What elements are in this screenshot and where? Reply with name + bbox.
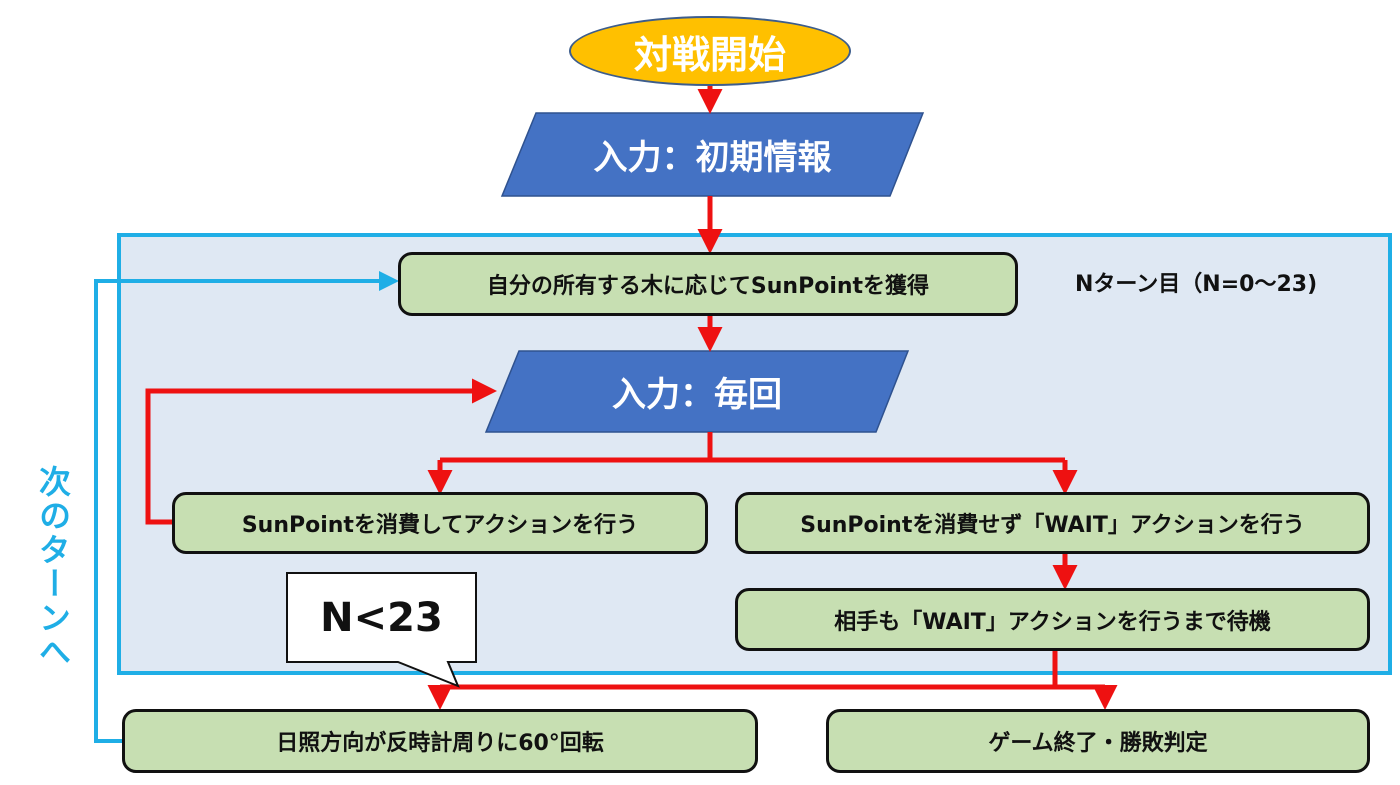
condition-label: N<23 (320, 594, 443, 641)
condition-callout: N<23 (287, 573, 476, 662)
wait-action-label: SunPointを消費せず「WAIT」アクションを行う (800, 513, 1305, 538)
input-initial-shape (500, 112, 925, 197)
wait-action-node: SunPointを消費せず「WAIT」アクションを行う (735, 492, 1370, 554)
wait-opponent-label: 相手も「WAIT」アクションを行うまで待機 (834, 609, 1271, 635)
gain-sunpoint-label: 自分の所有する木に応じてSunPointを獲得 (486, 274, 930, 299)
game-end-label: ゲーム終了・勝敗判定 (988, 731, 1208, 756)
start-label: 対戦開始 (633, 32, 786, 77)
input-each-shape (484, 350, 910, 433)
input-each-label: 入力：毎回 (612, 375, 782, 415)
arrow-spend-loop (145, 378, 497, 525)
turn-range-label: Nターン目（N=0〜23) (1075, 272, 1318, 297)
rotate-sun-label: 日照方向が反時計周りに60°回転 (276, 731, 604, 756)
input-each-node: 入力：毎回 (486, 351, 908, 432)
spend-action-node: SunPointを消費してアクションを行う (172, 492, 708, 554)
input-initial-node: 入力：初期情報 (502, 113, 923, 196)
wait-opponent-node: 相手も「WAIT」アクションを行うまで待機 (735, 588, 1370, 651)
gain-sunpoint-node: 自分の所有する木に応じてSunPointを獲得 (398, 252, 1018, 316)
condition-callout-shape (286, 572, 477, 688)
next-turn-label: 次のターンへ (34, 465, 72, 669)
game-end-node: ゲーム終了・勝敗判定 (826, 709, 1370, 773)
spend-action-label: SunPointを消費してアクションを行う (241, 513, 639, 538)
rotate-sun-node: 日照方向が反時計周りに60°回転 (122, 709, 758, 773)
start-node: 対戦開始 (569, 16, 851, 86)
arrow-next-turn-loop (94, 271, 399, 743)
input-initial-label: 入力：初期情報 (593, 138, 832, 178)
